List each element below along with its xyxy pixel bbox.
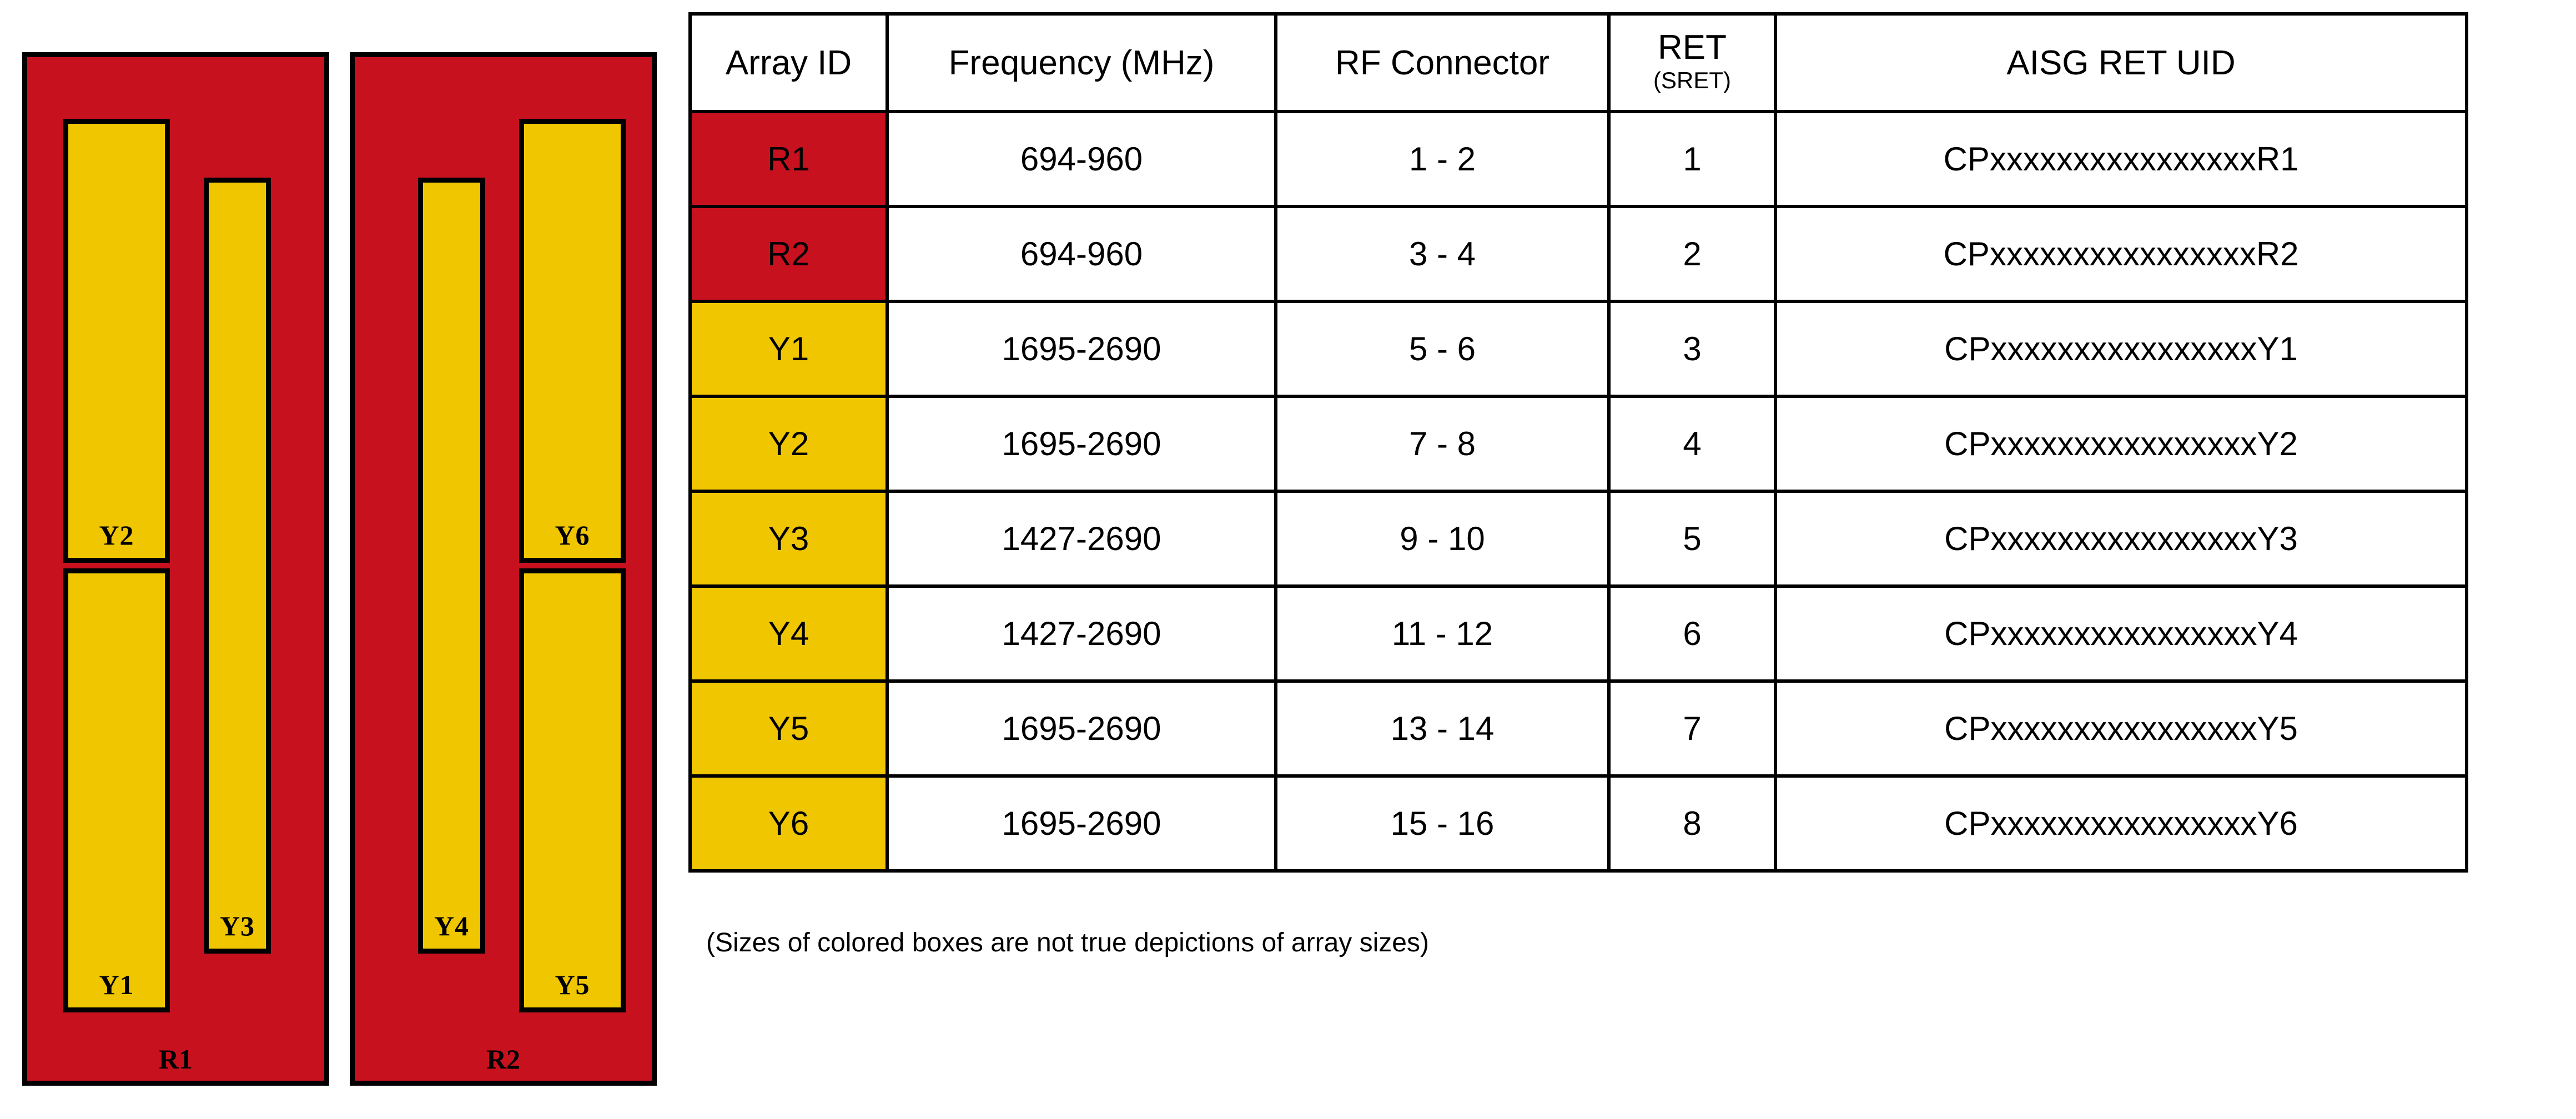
cell-rf-connector: 3 - 4	[1274, 205, 1611, 303]
array-configuration-table: Array ID Frequency (MHz) RF Connector RE…	[688, 12, 2468, 873]
cell-aisg-ret-uid: CPxxxxxxxxxxxxxxxxR2	[1774, 205, 2468, 303]
cell-ret: 8	[1607, 774, 1777, 873]
sub-array-label-y3: Y3	[219, 910, 255, 941]
antenna-panel-r1: Y2 Y1 Y3 R1	[22, 52, 329, 1086]
cell-aisg-ret-uid: CPxxxxxxxxxxxxxxxxY2	[1774, 395, 2468, 493]
cell-array-id: Y6	[688, 774, 889, 873]
table-header-row: Array ID Frequency (MHz) RF Connector RE…	[688, 12, 2468, 113]
sub-array-label-y4: Y4	[434, 910, 470, 941]
cell-ret: 3	[1607, 300, 1777, 398]
sub-array-y5: Y5	[519, 568, 626, 1012]
sub-array-label-y5: Y5	[555, 969, 590, 1000]
sub-array-y1: Y1	[63, 568, 170, 1012]
cell-rf-connector: 9 - 10	[1274, 490, 1611, 588]
cell-ret: 4	[1607, 395, 1777, 493]
sub-array-y4: Y4	[418, 178, 485, 954]
cell-aisg-ret-uid: CPxxxxxxxxxxxxxxxxY6	[1774, 774, 2468, 873]
cell-rf-connector: 11 - 12	[1274, 584, 1611, 683]
cell-ret: 6	[1607, 584, 1777, 683]
cell-frequency: 694-960	[886, 110, 1277, 208]
column-header-frequency: Frequency (MHz)	[886, 12, 1277, 113]
cell-frequency: 1695-2690	[886, 300, 1277, 398]
cell-aisg-ret-uid: CPxxxxxxxxxxxxxxxxY4	[1774, 584, 2468, 683]
cell-frequency: 694-960	[886, 205, 1277, 303]
cell-aisg-ret-uid: CPxxxxxxxxxxxxxxxxY1	[1774, 300, 2468, 398]
column-header-ret-sub: (SRET)	[1653, 67, 1731, 94]
cell-frequency: 1427-2690	[886, 584, 1277, 683]
column-header-ret: RET (SRET)	[1607, 12, 1777, 113]
cell-array-id: R1	[688, 110, 889, 208]
antenna-panel-label-r1: R1	[158, 1044, 193, 1075]
cell-array-id: Y4	[688, 584, 889, 683]
cell-array-id: Y2	[688, 395, 889, 493]
column-header-rf-connector: RF Connector	[1274, 12, 1611, 113]
cell-aisg-ret-uid: CPxxxxxxxxxxxxxxxxR1	[1774, 110, 2468, 208]
cell-frequency: 1695-2690	[886, 395, 1277, 493]
diagram-footnote: (Sizes of colored boxes are not true dep…	[706, 928, 1429, 957]
sub-array-y3: Y3	[204, 178, 271, 954]
column-header-aisg-ret-uid: AISG RET UID	[1774, 12, 2468, 113]
cell-array-id: Y5	[688, 679, 889, 778]
table-header: Array ID Frequency (MHz) RF Connector RE…	[688, 12, 2468, 113]
sub-array-label-y2: Y2	[99, 520, 134, 551]
antenna-array-diagram: Y2 Y1 Y3 R1 Y4 Y6 Y5 R2	[0, 0, 688, 1119]
cell-rf-connector: 7 - 8	[1274, 395, 1611, 493]
cell-rf-connector: 5 - 6	[1274, 300, 1611, 398]
cell-ret: 1	[1607, 110, 1777, 208]
antenna-panel-label-r2: R2	[486, 1044, 521, 1075]
cell-ret: 5	[1607, 490, 1777, 588]
array-table: Array ID Frequency (MHz) RF Connector RE…	[688, 12, 2468, 873]
antenna-panel-r2: Y4 Y6 Y5 R2	[350, 52, 657, 1086]
sub-array-label-y6: Y6	[555, 520, 590, 551]
cell-aisg-ret-uid: CPxxxxxxxxxxxxxxxxY3	[1774, 490, 2468, 588]
cell-array-id: Y3	[688, 490, 889, 588]
column-header-array-id: Array ID	[688, 12, 889, 113]
cell-frequency: 1695-2690	[886, 679, 1277, 778]
cell-frequency: 1695-2690	[886, 774, 1277, 873]
cell-array-id: Y1	[688, 300, 889, 398]
sub-array-label-y1: Y1	[99, 969, 134, 1000]
cell-array-id: R2	[688, 205, 889, 303]
sub-array-y2: Y2	[63, 119, 170, 563]
cell-rf-connector: 1 - 2	[1274, 110, 1611, 208]
cell-ret: 7	[1607, 679, 1777, 778]
cell-aisg-ret-uid: CPxxxxxxxxxxxxxxxxY5	[1774, 679, 2468, 778]
sub-array-y6: Y6	[519, 119, 626, 563]
cell-rf-connector: 15 - 16	[1274, 774, 1611, 873]
cell-rf-connector: 13 - 14	[1274, 679, 1611, 778]
cell-ret: 2	[1607, 205, 1777, 303]
column-header-ret-main: RET	[1658, 28, 1727, 67]
cell-frequency: 1427-2690	[886, 490, 1277, 588]
